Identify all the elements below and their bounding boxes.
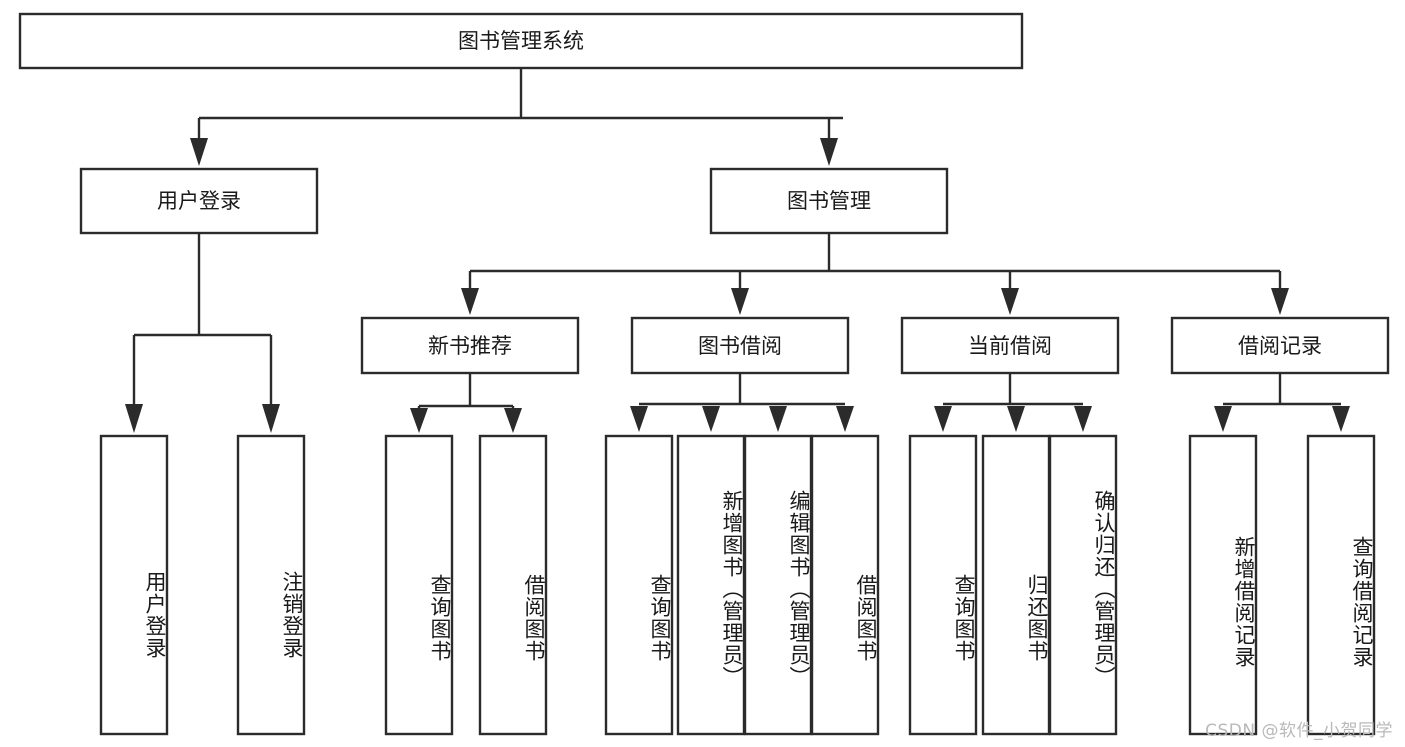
node-new-book-rec-box[interactable] (360, 316, 580, 375)
arrowhead-leaf-logout (262, 404, 280, 433)
node-current-borrow-box[interactable] (900, 316, 1120, 375)
node-leaf-query-record-box[interactable] (1306, 434, 1376, 736)
arrowhead-leaf-confirm-return (1074, 406, 1092, 432)
arrowhead-borrow-record (1271, 288, 1289, 315)
node-new-book-rec[interactable]: 新书推荐 (360, 316, 580, 375)
node-book-manage-label: 图书管理 (787, 189, 871, 213)
node-book-borrow-box[interactable] (630, 316, 850, 375)
arrowhead-leaf-borrow-book-2 (836, 406, 854, 432)
node-leaf-query-book-2-box[interactable] (604, 434, 674, 736)
node-book-borrow-label: 图书借阅 (698, 334, 782, 358)
node-leaf-return-book-box[interactable] (981, 434, 1051, 736)
arrowhead-leaf-query-record (1332, 406, 1350, 432)
arrowhead-leaf-query-book-2 (630, 406, 648, 432)
node-book-manage[interactable]: 图书管理 (709, 167, 949, 235)
node-book-manage-box[interactable] (709, 167, 949, 235)
node-root[interactable]: 图书管理系统 (18, 12, 1024, 70)
arrowhead-leaf-add-book (702, 406, 720, 432)
arrowhead-book-manage (820, 138, 838, 166)
node-borrow-record[interactable]: 借阅记录 (1170, 316, 1390, 375)
node-leaf-confirm-return-box[interactable] (1048, 434, 1118, 736)
arrowhead-leaf-query-book-1 (410, 408, 428, 433)
node-root-box[interactable] (18, 12, 1024, 70)
arrowhead-leaf-borrow-book-1 (504, 408, 522, 433)
node-leaf-user-login-box[interactable] (99, 434, 169, 736)
node-leaf-edit-book-box[interactable] (743, 434, 813, 736)
node-borrow-record-label: 借阅记录 (1238, 334, 1322, 358)
node-new-book-rec-label: 新书推荐 (428, 334, 512, 358)
arrowhead-leaf-edit-book (769, 406, 787, 432)
node-leaf-query-book-3-box[interactable] (908, 434, 978, 736)
node-root-label: 图书管理系统 (458, 29, 584, 53)
node-leaf-borrow-book-1-box[interactable] (478, 434, 548, 736)
node-leaf-query-book-1-box[interactable] (384, 434, 454, 736)
arrowhead-leaf-user-login (125, 404, 143, 433)
watermark-text: CSDN @软件_小贺同学 (1205, 721, 1393, 741)
arrowhead-leaf-add-record (1214, 406, 1232, 432)
connector-group-root-to-level2 (190, 68, 843, 166)
node-book-borrow[interactable]: 图书借阅 (630, 316, 850, 375)
arrowhead-current-borrow (1001, 288, 1019, 315)
arrowhead-user-login (190, 138, 208, 166)
arrowhead-book-borrow (731, 288, 749, 315)
arrowhead-leaf-query-book-3 (934, 406, 952, 432)
connector-group-new-book-rec-to-leaves (410, 373, 522, 433)
node-leaf-add-book-box[interactable] (676, 434, 746, 736)
connector-group-current-borrow-to-leaves (934, 373, 1092, 432)
node-user-login[interactable]: 用户登录 (79, 167, 319, 235)
connector-group-user-login-to-leaves (125, 233, 280, 433)
arrowhead-new-book-rec (461, 288, 479, 315)
arrowhead-leaf-return-book (1007, 406, 1025, 432)
node-current-borrow[interactable]: 当前借阅 (900, 316, 1120, 375)
node-user-login-label: 用户登录 (157, 189, 241, 213)
node-leaf-borrow-book-2-box[interactable] (810, 434, 880, 736)
node-leaf-logout-box[interactable] (236, 434, 306, 736)
connector-group-book-borrow-to-leaves (630, 373, 854, 432)
connector-group-book-manage-to-level3 (461, 233, 1289, 315)
node-current-borrow-label: 当前借阅 (968, 334, 1052, 358)
node-user-login-box[interactable] (79, 167, 319, 235)
node-leaf-add-record-box[interactable] (1188, 434, 1258, 736)
node-borrow-record-box[interactable] (1170, 316, 1390, 375)
connector-group-borrow-record-to-leaves (1214, 373, 1350, 432)
